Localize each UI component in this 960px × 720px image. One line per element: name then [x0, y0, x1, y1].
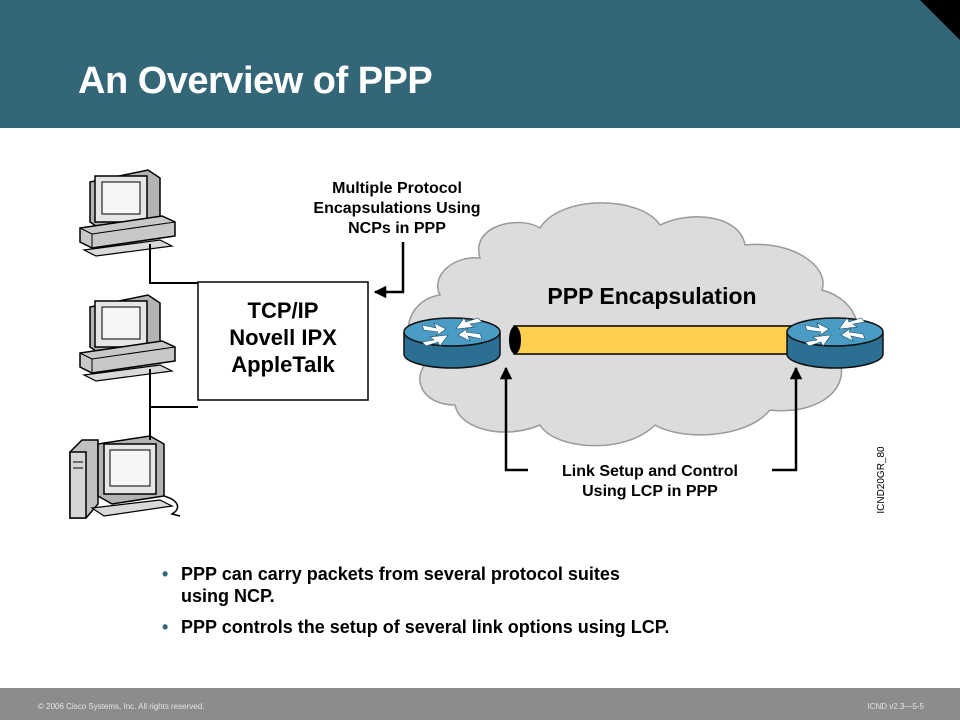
bullet-line: PPP controls the setup of several link o…	[181, 617, 670, 637]
ppp-link	[509, 325, 801, 355]
footer-bar: © 2006 Cisco Systems, Inc. All rights re…	[0, 688, 960, 720]
title-bar: An Overview of PPP	[0, 0, 960, 128]
slide-title: An Overview of PPP	[78, 60, 433, 102]
bullet-item: • PPP can carry packets from several pro…	[160, 563, 860, 607]
ncp-callout-line: NCPs in PPP	[348, 220, 446, 237]
ncp-callout-line: Multiple Protocol	[332, 180, 462, 197]
figure-id: ICND20GR_80	[876, 446, 887, 514]
router-icon	[403, 317, 501, 369]
bullet-item: • PPP controls the setup of several link…	[160, 616, 860, 638]
ppp-encapsulation-label: PPP Encapsulation	[547, 283, 756, 309]
desktop-computer-icon	[79, 294, 176, 382]
bullet-glyph: •	[162, 564, 169, 584]
bullet-line: PPP can carry packets from several proto…	[181, 564, 620, 584]
bullet-list: • PPP can carry packets from several pro…	[160, 563, 860, 647]
protocol-box: TCP/IP Novell IPX AppleTalk	[197, 281, 369, 401]
bullet-glyph: •	[162, 617, 169, 637]
protocol-label: AppleTalk	[231, 352, 335, 377]
ncp-arrow	[373, 242, 405, 299]
copyright-text: © 2006 Cisco Systems, Inc. All rights re…	[38, 702, 205, 711]
lcp-callout: Link Setup and Control Using LCP in PPP	[499, 366, 803, 500]
router-icon	[786, 317, 884, 369]
lcp-arrow-right	[772, 366, 803, 472]
title-bar-corner	[920, 0, 960, 40]
bullet-line: using NCP.	[181, 586, 275, 606]
protocol-label: Novell IPX	[229, 325, 337, 350]
tower-computer-icon	[69, 435, 181, 519]
protocol-label: TCP/IP	[248, 298, 319, 323]
ncp-callout-line: Encapsulations Using	[313, 200, 480, 217]
lcp-callout-line: Link Setup and Control	[562, 463, 738, 480]
slide-id: ICND v2.3—5-5	[867, 702, 924, 711]
ppp-diagram: PPP Encapsulation TCP/IP Novell IPX Appl…	[69, 169, 887, 519]
lcp-callout-line: Using LCP in PPP	[582, 483, 718, 500]
cloud-icon	[407, 202, 859, 447]
lcp-arrow-left	[499, 366, 528, 472]
desktop-computer-icon	[79, 169, 176, 257]
ncp-callout: Multiple Protocol Encapsulations Using N…	[313, 180, 481, 299]
lan-connection-lines	[149, 244, 198, 440]
